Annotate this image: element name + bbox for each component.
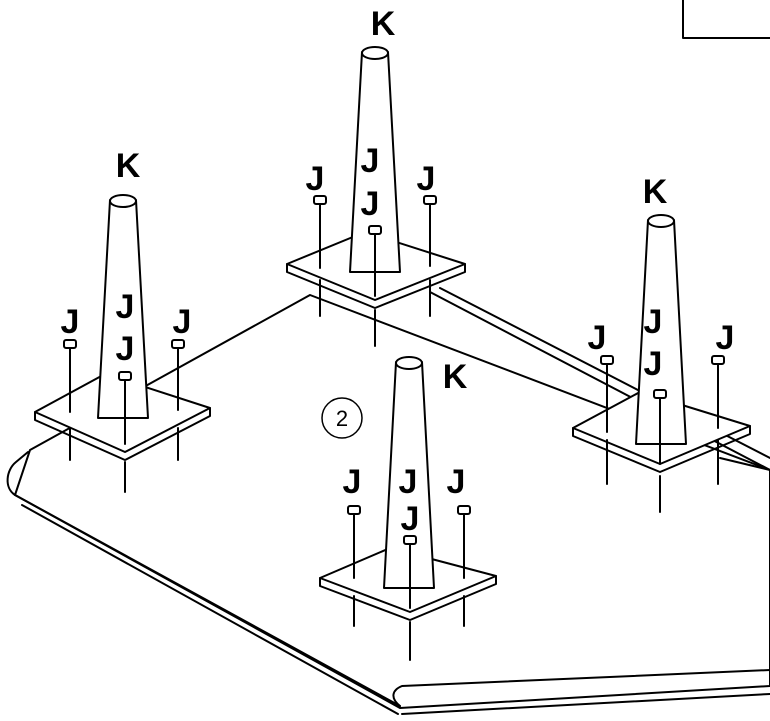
bolt-label: J [644, 303, 663, 341]
bolt-label: J [417, 160, 436, 198]
step-number-circle [321, 397, 363, 439]
bolt-label: J [361, 185, 380, 223]
bolts-above [63, 195, 725, 609]
bolt-label: J [644, 345, 663, 383]
bolt-label: J [447, 463, 466, 501]
leg-right [635, 214, 687, 445]
leg-back [349, 46, 401, 273]
bolt-shafts-below [69, 279, 719, 661]
leg-label-right: K [643, 173, 668, 211]
bolt-label: J [588, 319, 607, 357]
bolt-label: J [399, 463, 418, 501]
bolt-label: J [716, 319, 735, 357]
leg-left [97, 194, 149, 419]
corner-frame [682, 0, 770, 39]
bolt-label: J [343, 463, 362, 501]
bolt-label: J [401, 500, 420, 538]
leg-label-back: K [371, 5, 396, 43]
bolt-label: J [361, 142, 380, 180]
leg-front [383, 356, 435, 589]
bolt-label: J [116, 330, 135, 368]
leg-label-left: K [116, 147, 141, 185]
bolt-label: J [61, 303, 80, 341]
bolt-label: J [173, 303, 192, 341]
leg-label-front: K [443, 358, 468, 396]
bolt-label: J [116, 288, 135, 326]
bolt-label: J [306, 160, 325, 198]
step-number: 2 [336, 406, 348, 431]
